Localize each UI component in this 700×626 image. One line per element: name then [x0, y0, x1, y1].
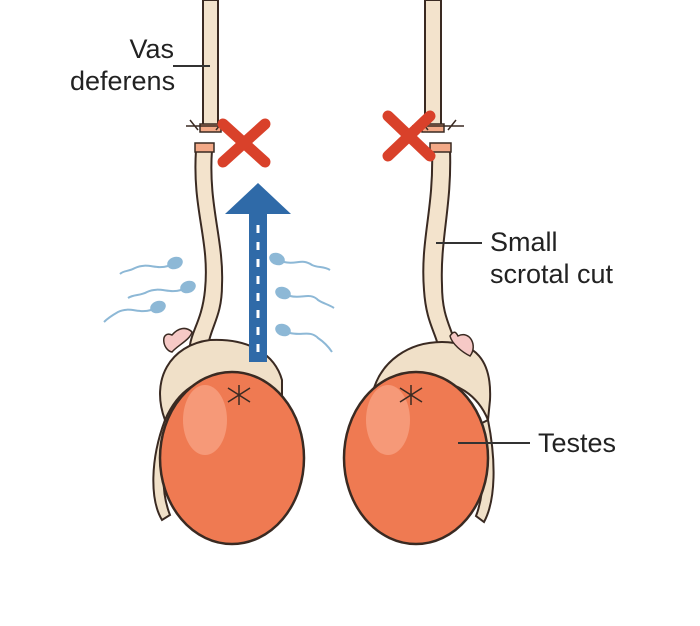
label-testes: Testes	[538, 428, 617, 458]
right-anatomy	[342, 0, 495, 546]
left-cross-icon	[217, 118, 271, 168]
right-cross-icon	[382, 110, 436, 162]
right-vas-deferens-upper	[424, 0, 442, 126]
arrow-up-icon	[225, 183, 291, 362]
right-fat-tissue	[449, 331, 474, 357]
sperm-icon	[275, 323, 333, 353]
sperm-icon	[275, 286, 335, 309]
label-small-scrotal-cut-line-2: scrotal cut	[490, 259, 614, 289]
label-vas-deferens-line-2: deferens	[70, 66, 176, 96]
left-vas-deferens-upper	[202, 0, 219, 126]
left-vas-deferens-lower	[188, 149, 224, 346]
left-testis-highlight	[183, 385, 227, 455]
left-testis-stitch	[227, 385, 251, 405]
label-vas-deferens-line-1: Vas	[129, 34, 174, 64]
sperm-icon	[127, 280, 196, 299]
label-small-scrotal-cut: Small scrotal cut	[490, 226, 613, 290]
label-vas-deferens: Vas deferens	[70, 33, 176, 97]
right-cut-end-bottom	[429, 142, 452, 153]
sperm-group	[103, 252, 335, 353]
right-testis-highlight	[366, 385, 410, 455]
left-fat-tissue	[163, 327, 193, 353]
left-testis	[158, 370, 306, 546]
left-cut-end-bottom	[194, 142, 215, 153]
sperm-icon	[269, 252, 331, 271]
right-testis-stitch	[399, 385, 423, 405]
left-anatomy	[103, 0, 335, 546]
sperm-icon	[119, 256, 183, 275]
label-small-scrotal-cut-line-1: Small	[490, 227, 558, 257]
sperm-icon	[103, 300, 166, 323]
leader-lines	[173, 65, 530, 444]
right-vas-deferens-lower	[422, 149, 458, 346]
